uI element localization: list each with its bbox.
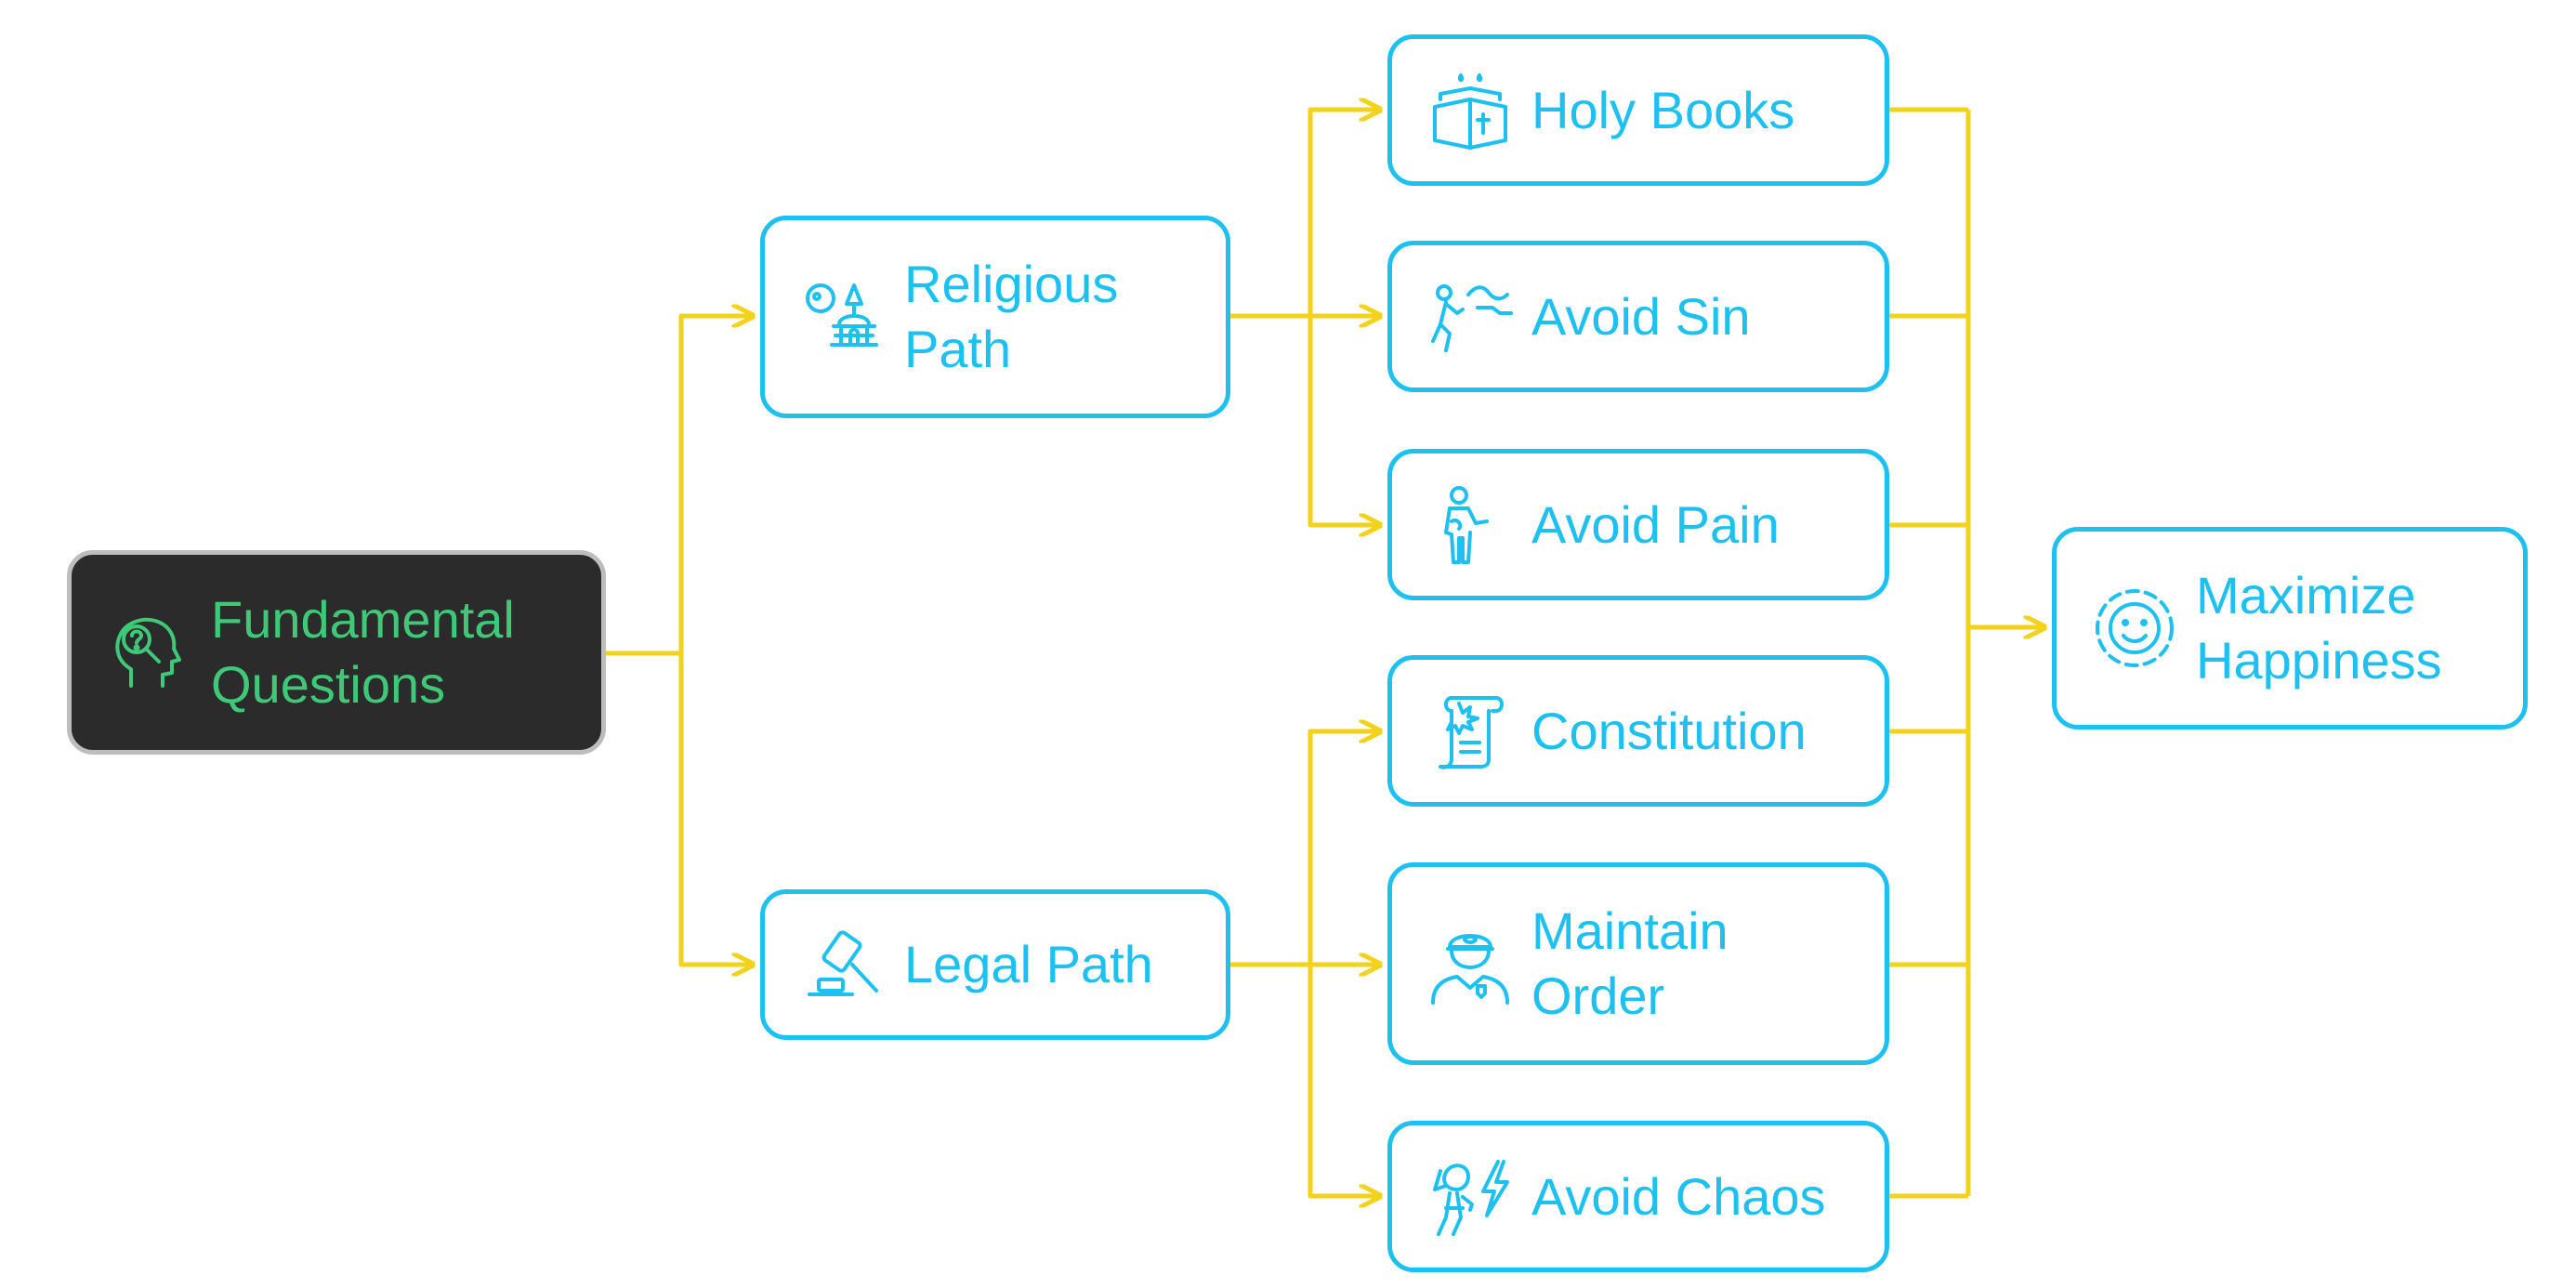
node-religious-path[interactable]: Religious Path (760, 216, 1230, 418)
book-icon (1426, 66, 1515, 155)
node-label: Religious Path (904, 255, 1119, 378)
police-officer-icon (1426, 919, 1515, 1008)
node-maintain-order[interactable]: Maintain Order (1387, 862, 1889, 1065)
connector-legal-avoid-chaos (1308, 965, 1380, 1196)
lightning-person-icon (1426, 1152, 1515, 1242)
node-holy-books[interactable]: Holy Books (1387, 34, 1889, 186)
node-avoid-sin[interactable]: Avoid Sin (1387, 241, 1889, 392)
smiley-icon (2090, 584, 2179, 673)
connector-legal-constitution (1308, 731, 1380, 965)
node-label: Fundamental Questions (211, 590, 515, 714)
node-legal-path[interactable]: Legal Path (760, 889, 1230, 1040)
node-constitution[interactable]: Constitution (1387, 655, 1889, 807)
node-maximize-happiness[interactable]: Maximize Happiness (2052, 527, 2528, 729)
person-running-icon (1426, 272, 1515, 361)
person-hurt-icon (1426, 480, 1515, 570)
node-fundamental-questions[interactable]: Fundamental Questions (67, 550, 606, 755)
node-label: Constitution (1531, 701, 1807, 760)
node-avoid-chaos[interactable]: Avoid Chaos (1387, 1121, 1889, 1272)
node-label: Maintain Order (1531, 901, 1728, 1025)
node-label: Avoid Chaos (1531, 1166, 1826, 1226)
node-label: Holy Books (1531, 80, 1795, 139)
node-avoid-pain[interactable]: Avoid Pain (1387, 449, 1889, 600)
node-label: Maximize Happiness (2196, 566, 2442, 690)
node-label: Avoid Pain (1531, 494, 1780, 554)
temple-icon (798, 272, 887, 361)
connector-root-legal (678, 653, 753, 965)
connector-religious-avoid-pain (1308, 316, 1380, 525)
connector-religious-holy-books (1308, 110, 1380, 316)
head-question-icon (105, 608, 194, 697)
node-label: Avoid Sin (1531, 286, 1751, 346)
scroll-icon (1426, 687, 1515, 776)
node-label: Legal Path (904, 935, 1153, 993)
connector-root-religious (678, 316, 753, 653)
gavel-icon (798, 920, 887, 1009)
